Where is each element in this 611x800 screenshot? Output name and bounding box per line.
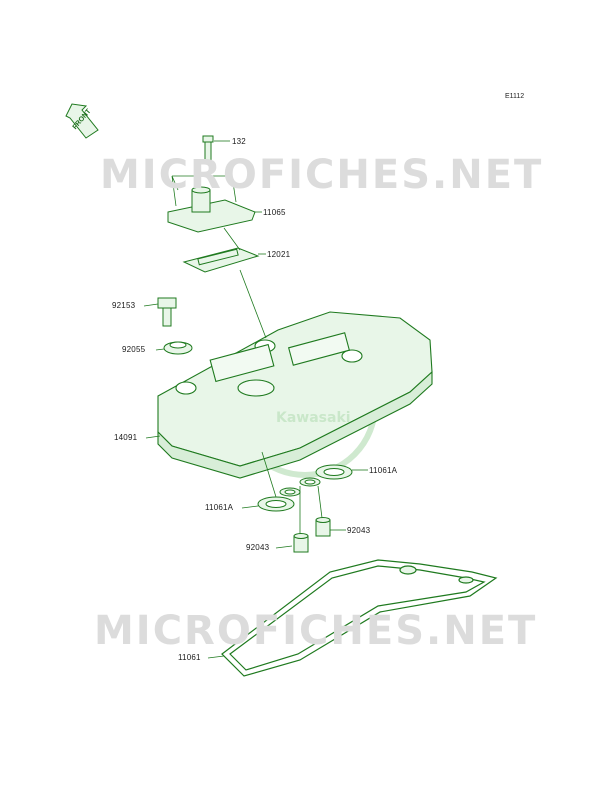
part-label-92043-left: 92043 [246,543,270,552]
part-label-92153: 92153 [112,301,136,310]
dowel-pins-shape [293,517,331,553]
part-label-92055: 92055 [122,345,146,354]
seal-11061a-left-shape [257,487,301,512]
breather-cover-shape [167,186,256,233]
front-arrow-icon [65,103,99,139]
grommet-92055-shape [163,341,193,355]
watermark-bottom: MICROFICHES.NET [94,608,538,654]
part-label-11061: 11061 [178,653,201,662]
gasket-11061-shape [221,559,498,677]
part-label-132: 132 [232,137,246,146]
label-leaders [143,140,368,659]
part-label-11065: 11065 [263,208,286,217]
bolt-132-shape [202,135,214,165]
part-label-11061a-left: 11061A [205,503,234,512]
part-label-12021: 12021 [267,250,291,259]
watermark-top: MICROFICHES.NET [100,152,544,198]
leader-11065-b [231,175,237,203]
logo-text: Kawasaki [276,410,351,426]
part-label-14091: 14091 [114,433,138,442]
bolt-92153-shape [157,297,177,327]
diagram-code: E1112 [505,93,525,100]
leader-head-seal [261,451,277,498]
seal-11061a-right-shape [299,464,353,487]
part-label-11061a-right: 11061A [369,466,398,475]
leader-pin-b [317,485,323,519]
head-cover-shape [157,311,433,479]
part-label-92043-right: 92043 [347,526,371,535]
plate-12021-shape [182,247,260,273]
leader-plate-head [239,269,267,339]
leader-plate-head-b [223,227,241,251]
